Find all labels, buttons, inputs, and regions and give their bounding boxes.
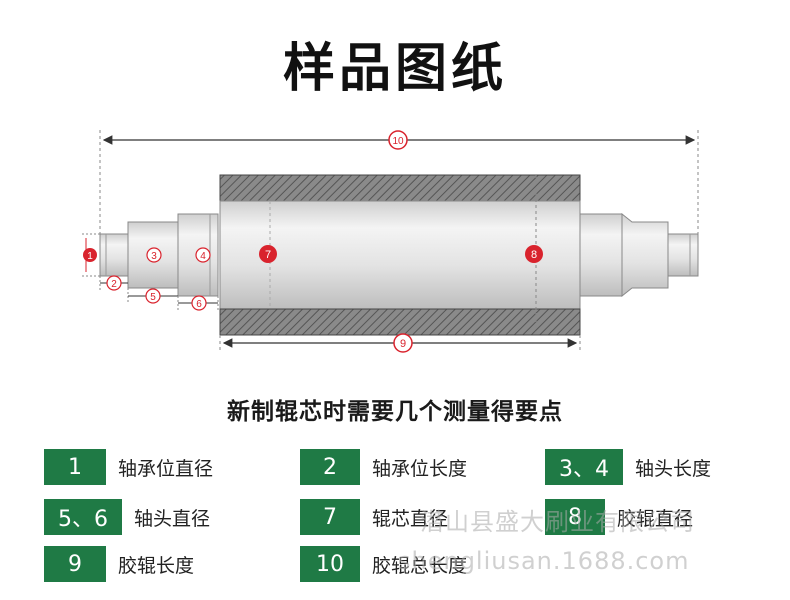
legend-badge: 8 — [545, 499, 605, 535]
right-shaft — [579, 212, 699, 298]
callout-1: 1 — [83, 248, 97, 262]
legend-item-1: 1 轴承位直径 — [44, 449, 213, 485]
legend-label: 胶辊长度 — [118, 554, 195, 577]
callout-10: 10 — [388, 130, 408, 150]
legend-badge: 7 — [300, 499, 360, 535]
legend-badge: 5、6 — [44, 499, 122, 535]
legend-item-10: 10 胶辊总长度 — [300, 546, 467, 582]
legend-badge: 3、4 — [545, 449, 623, 485]
legend-label: 辊芯直径 — [372, 507, 449, 530]
legend-label: 胶辊直径 — [617, 507, 694, 530]
callout-2: 2 — [106, 275, 122, 291]
callout-6: 6 — [191, 295, 207, 311]
legend-label: 轴承位长度 — [372, 457, 468, 480]
svg-text:6: 6 — [196, 299, 202, 310]
svg-text:8: 8 — [531, 249, 537, 261]
section-heading: 新制辊芯时需要几个测量得要点 — [227, 399, 563, 425]
legend-item-3-4: 3、4 轴头长度 — [545, 449, 711, 485]
svg-text:10: 10 — [392, 136, 404, 147]
callout-3: 3 — [146, 247, 162, 263]
callout-4: 4 — [195, 247, 211, 263]
svg-text:3: 3 — [151, 251, 157, 262]
svg-text:4: 4 — [200, 251, 206, 262]
rubber-layer-top — [219, 174, 581, 202]
legend-label: 胶辊总长度 — [372, 554, 468, 577]
rubber-layer-bottom — [219, 308, 581, 336]
svg-text:7: 7 — [265, 249, 271, 261]
callout-5: 5 — [145, 288, 161, 304]
svg-text:2: 2 — [111, 279, 117, 290]
svg-text:1: 1 — [87, 251, 93, 262]
legend-badge: 1 — [44, 449, 106, 485]
page-title: 样品图纸 — [282, 39, 507, 99]
callout-7: 7 — [259, 245, 277, 263]
legend-item-5-6: 5、6 轴头直径 — [44, 499, 210, 535]
svg-text:5: 5 — [150, 292, 156, 303]
legend-item-9: 9 胶辊长度 — [44, 546, 194, 582]
legend-label: 轴头长度 — [635, 457, 712, 480]
legend-label: 轴头直径 — [134, 507, 211, 530]
svg-text:9: 9 — [400, 338, 406, 350]
legend-badge: 9 — [44, 546, 106, 582]
callout-9: 9 — [393, 333, 413, 353]
callout-8: 8 — [525, 245, 543, 263]
legend-item-7: 7 辊芯直径 — [300, 499, 448, 535]
legend-label: 轴承位直径 — [118, 457, 214, 480]
legend-item-2: 2 轴承位长度 — [300, 449, 467, 485]
legend-badge: 10 — [300, 546, 360, 582]
legend-badge: 2 — [300, 449, 360, 485]
legend-item-8: 8 胶辊直径 — [545, 499, 693, 535]
